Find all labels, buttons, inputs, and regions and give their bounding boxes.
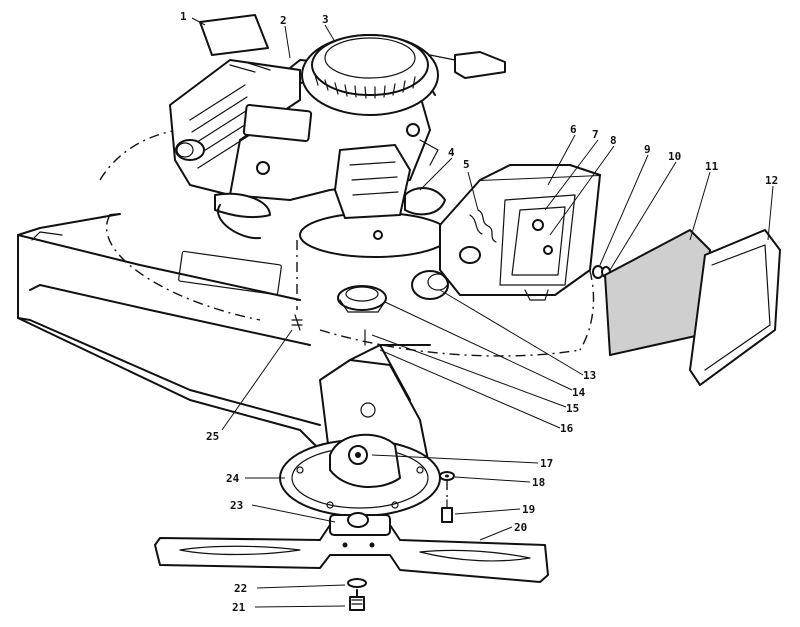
callout-17: 17 xyxy=(540,457,553,470)
callout-25: 25 xyxy=(206,430,219,443)
carburetor xyxy=(299,139,451,258)
callout-labels: 1 2 3 4 5 6 7 8 9 10 11 12 13 14 15 16 1… xyxy=(180,10,778,614)
air-cleaner-body xyxy=(439,164,601,301)
callout-14: 14 xyxy=(572,386,586,399)
callout-13: 13 xyxy=(583,369,596,382)
callout-9: 9 xyxy=(644,143,651,156)
callout-3: 3 xyxy=(322,13,329,26)
recoil-starter xyxy=(301,34,506,116)
callout-2: 2 xyxy=(280,14,287,27)
callout-19: 19 xyxy=(522,503,535,516)
callout-6: 6 xyxy=(570,123,577,136)
callout-18: 18 xyxy=(532,476,545,489)
callout-leaders xyxy=(191,17,774,608)
mower-blade xyxy=(154,512,549,583)
air-filter-parts xyxy=(592,229,781,386)
callout-10: 10 xyxy=(668,150,681,163)
callout-12: 12 xyxy=(765,174,778,187)
callout-15: 15 xyxy=(566,402,579,415)
callout-7: 7 xyxy=(592,128,599,141)
callout-1: 1 xyxy=(180,10,187,23)
callout-5: 5 xyxy=(463,158,470,171)
callout-16: 16 xyxy=(560,422,574,435)
callout-20: 20 xyxy=(514,521,527,534)
callout-11: 11 xyxy=(705,160,719,173)
primer-and-gasket xyxy=(337,270,449,346)
small-hardware xyxy=(199,14,497,331)
callout-24: 24 xyxy=(226,472,240,485)
callout-22: 22 xyxy=(234,582,247,595)
callout-8: 8 xyxy=(610,134,617,147)
mower-deck xyxy=(17,127,595,471)
blade-adapter-plate xyxy=(279,433,441,517)
callout-21: 21 xyxy=(232,601,246,614)
callout-4: 4 xyxy=(448,146,455,159)
callout-23: 23 xyxy=(230,499,243,512)
blade-bolt-and-washer xyxy=(347,578,367,611)
washer-and-bolt xyxy=(439,471,455,523)
